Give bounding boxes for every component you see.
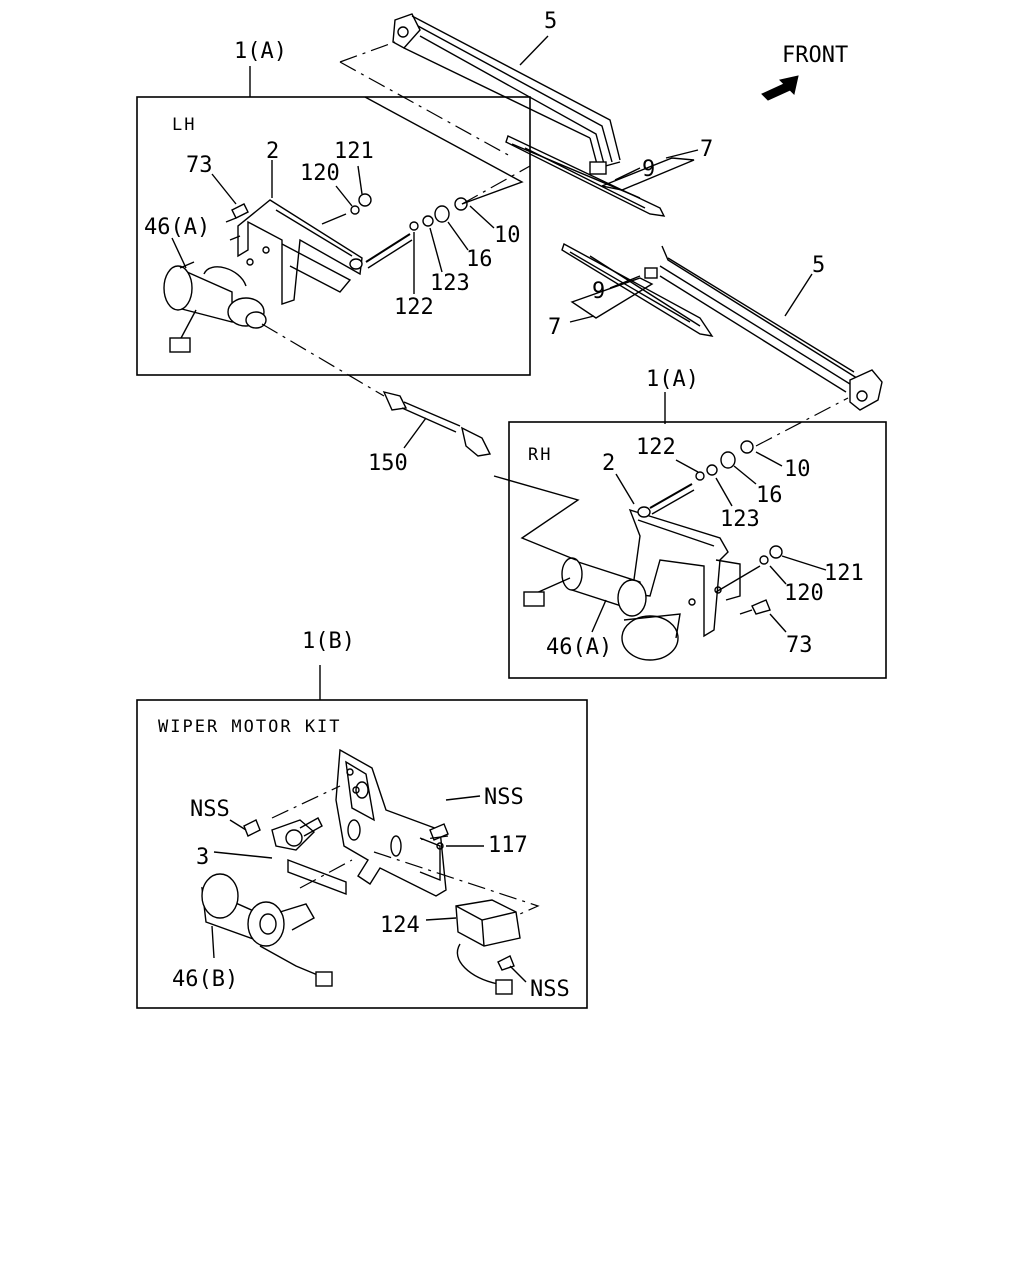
- label-lh-16: 16: [466, 247, 493, 272]
- label-lh-73: 73: [186, 153, 213, 178]
- rh-cap-16: [720, 451, 736, 469]
- label-rh-121: 121: [824, 561, 864, 586]
- lh-pivot-shaft: [349, 233, 413, 270]
- label-arm-right: 5: [812, 253, 825, 278]
- label-kit-nss-bottom: NSS: [530, 977, 570, 1002]
- label-lh-10: 10: [494, 223, 521, 248]
- rh-pivot-shaft: [637, 483, 695, 518]
- label-lh-121: 121: [334, 139, 374, 164]
- lh-washer-122: [409, 221, 419, 231]
- lh-bolt-73: [225, 203, 249, 223]
- lh-washer-123: [422, 215, 434, 227]
- lh-wiper-motor: [163, 261, 267, 353]
- label-rh-16: 16: [756, 483, 783, 508]
- label-rh-46a: 46(A): [546, 635, 612, 660]
- label-rh-2: 2: [602, 451, 615, 476]
- label-kit-title: WIPER MOTOR KIT: [158, 717, 342, 737]
- wiper-blade-top: [505, 135, 699, 217]
- label-rh: RH: [528, 445, 552, 465]
- label-group-b: 1(B): [302, 629, 355, 654]
- label-kit-117: 117: [488, 833, 528, 858]
- label-group-a-top: 1(A): [234, 39, 287, 64]
- rh-washer-122: [695, 471, 705, 481]
- rh-bolt-73: [739, 599, 771, 615]
- kit-screws-nss: [243, 819, 515, 971]
- label-lh: LH: [172, 115, 196, 135]
- lh-cap-16: [434, 205, 450, 223]
- label-lh-46a: 46(A): [144, 215, 210, 240]
- rh-nut-10: [740, 440, 754, 454]
- label-kit-nss-top: NSS: [484, 785, 524, 810]
- lh-nut-121: [358, 193, 372, 207]
- link-rod-150: [261, 323, 492, 457]
- label-lh-2: 2: [266, 139, 279, 164]
- lh-nut-10: [454, 197, 468, 211]
- kit-relay-124: [455, 899, 521, 995]
- label-blade-top-9: 9: [642, 157, 655, 182]
- wiper-arm-top: [392, 13, 621, 169]
- wiper-arm-right: [659, 245, 883, 411]
- rh-washer-123: [706, 464, 718, 476]
- kit-wiper-motor-46b: [201, 873, 333, 987]
- label-kit-124: 124: [380, 913, 420, 938]
- kit-crank-arm-3: [271, 817, 347, 896]
- label-rh-120: 120: [784, 581, 824, 606]
- label-kit-3: 3: [196, 845, 209, 870]
- label-kit-46b: 46(B): [172, 967, 238, 992]
- label-blade-top-7: 7: [700, 137, 713, 162]
- wiper-motor-kit-box: [136, 699, 588, 1009]
- label-rh-123: 123: [720, 507, 760, 532]
- label-blade-right-7: 7: [548, 315, 561, 340]
- kit-bracket: [335, 748, 447, 897]
- label-lh-120: 120: [300, 161, 340, 186]
- label-blade-right-9: 9: [592, 279, 605, 304]
- lh-bracket: [237, 199, 363, 305]
- label-group-a-right: 1(A): [646, 367, 699, 392]
- rh-wiper-motor: [523, 557, 681, 661]
- wiper-blade-right: [561, 242, 714, 337]
- label-kit-nss-left: NSS: [190, 797, 230, 822]
- rh-nut-121: [769, 545, 783, 559]
- label-link-150: 150: [368, 451, 408, 476]
- front-arrow-icon: [761, 75, 799, 101]
- label-rh-10: 10: [784, 457, 811, 482]
- lh-assembly-box: [136, 96, 531, 376]
- label-front: FRONT: [782, 43, 848, 68]
- label-arm-top: 5: [544, 9, 557, 34]
- label-lh-122: 122: [394, 295, 434, 320]
- label-rh-73: 73: [786, 633, 813, 658]
- rh-washer-120: [759, 555, 769, 565]
- lh-washer-120: [350, 205, 360, 215]
- label-lh-123: 123: [430, 271, 470, 296]
- label-rh-122: 122: [636, 435, 676, 460]
- rh-assembly-box: [508, 421, 887, 679]
